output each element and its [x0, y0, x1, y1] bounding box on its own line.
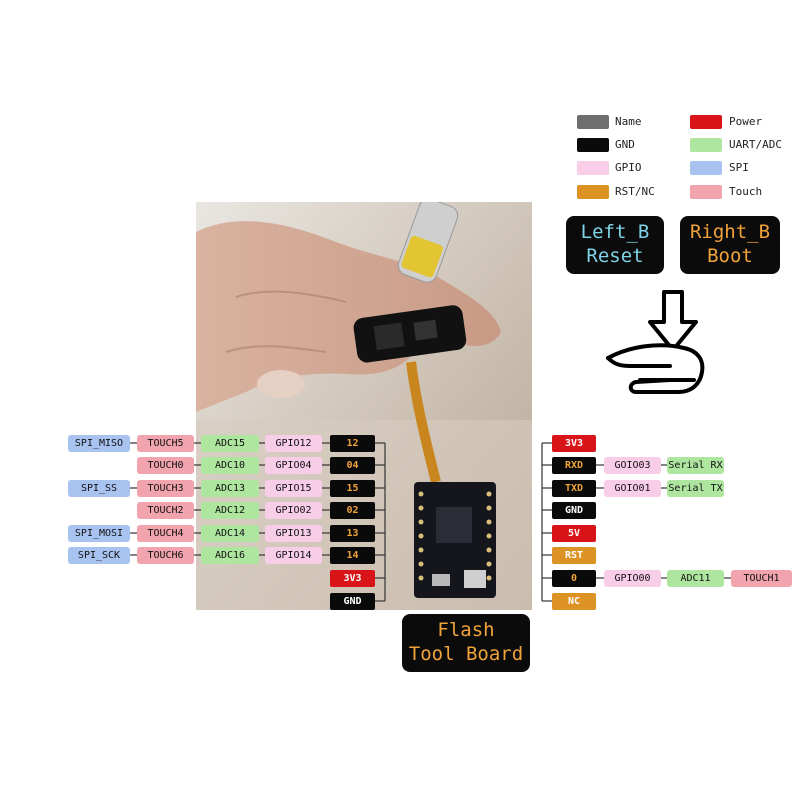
right-pin-ground: GND — [552, 502, 596, 519]
left-pin-number: 15 — [330, 480, 375, 497]
left-button-name: Left_B — [580, 221, 650, 243]
left-pin-spi-label: SPI_SS — [68, 480, 130, 497]
legend-swatch-power — [690, 115, 722, 129]
left-pin-number: 13 — [330, 525, 375, 542]
device-photo — [196, 202, 532, 610]
left-pin-spi-label: SPI_MOSI — [68, 525, 130, 542]
legend-swatch-gpio — [577, 161, 609, 175]
legend-swatch-spi — [690, 161, 722, 175]
left-pin-adc-label: ADC14 — [201, 525, 259, 542]
right-button-function: Boot — [707, 245, 753, 267]
right-pin-reset: RST — [552, 547, 596, 564]
right-pin-touch-label: TOUCH1 — [731, 570, 792, 587]
left-pin-number: 02 — [330, 502, 375, 519]
legend-label-spi: SPI — [729, 161, 749, 174]
left-pin-adc-label: ADC12 — [201, 502, 259, 519]
right-pin-gpio-label: GPIO00 — [604, 570, 661, 587]
right-pin-boot: 0 — [552, 570, 596, 587]
left-pin-touch-label: TOUCH0 — [137, 457, 194, 474]
left-pin-number: 04 — [330, 457, 375, 474]
left-pin-adc-label: ADC10 — [201, 457, 259, 474]
left-pin-adc-label: ADC13 — [201, 480, 259, 497]
right-pin-nc: NC — [552, 593, 596, 610]
legend-label-uart-adc: UART/ADC — [729, 138, 782, 151]
legend-label-power: Power — [729, 115, 763, 128]
left-pin-spi-label: SPI_SCK — [68, 547, 130, 564]
right-pin-rxd: RXD — [552, 457, 596, 474]
left-pin-ground: GND — [330, 593, 375, 610]
right-pin-gpio-label: GOIO03 — [604, 457, 661, 474]
left-pin-touch-label: TOUCH6 — [137, 547, 194, 564]
left-pin-gpio-label: GPIO02 — [265, 502, 322, 519]
right-button-callout: Right_B Boot — [680, 216, 780, 274]
legend-swatch-uart-adc — [690, 138, 722, 152]
right-pin-5v: 5V — [552, 525, 596, 542]
left-pin-adc-label: ADC15 — [201, 435, 259, 452]
left-pin-gpio-label: GPIO04 — [265, 457, 322, 474]
right-pin-uart-label: Serial RX — [667, 457, 724, 474]
left-pin-touch-label: TOUCH5 — [137, 435, 194, 452]
right-pin-adc-label: ADC11 — [667, 570, 724, 587]
press-hand-icon — [606, 290, 705, 394]
legend-swatch-name — [577, 115, 609, 129]
left-pin-power: 3V3 — [330, 570, 375, 587]
right-pin-gpio-label: GOIO01 — [604, 480, 661, 497]
left-button-function: Reset — [586, 245, 644, 267]
legend-label-name: Name — [615, 115, 642, 128]
legend-swatch-gnd — [577, 138, 609, 152]
left-pin-touch-label: TOUCH3 — [137, 480, 194, 497]
legend-swatch-touch — [690, 185, 722, 199]
left-pin-spi-label: SPI_MISO — [68, 435, 130, 452]
left-pin-touch-label: TOUCH4 — [137, 525, 194, 542]
left-pin-touch-label: TOUCH2 — [137, 502, 194, 519]
legend-label-rst-nc: RST/NC — [615, 185, 655, 198]
left-pin-gpio-label: GPIO12 — [265, 435, 322, 452]
flash-tool-board-callout: Flash Tool Board — [402, 614, 530, 672]
left-pin-number: 14 — [330, 547, 375, 564]
legend-label-touch: Touch — [729, 185, 763, 198]
left-pin-number: 12 — [330, 435, 375, 452]
right-pin-power: 3V3 — [552, 435, 596, 452]
left-pin-gpio-label: GPIO15 — [265, 480, 322, 497]
legend-label-gpio: GPIO — [615, 161, 642, 174]
left-pin-gpio-label: GPIO13 — [265, 525, 322, 542]
legend-swatch-rst-nc — [577, 185, 609, 199]
flash-label: Flash — [437, 619, 495, 641]
right-pin-txd: TXD — [552, 480, 596, 497]
legend-label-gnd: GND — [615, 138, 635, 151]
right-button-name: Right_B — [689, 221, 771, 243]
right-pin-uart-label: Serial TX — [667, 480, 724, 497]
tool-board-label: Tool Board — [408, 643, 524, 665]
left-pin-gpio-label: GPIO14 — [265, 547, 322, 564]
left-button-callout: Left_B Reset — [566, 216, 664, 274]
left-pin-adc-label: ADC16 — [201, 547, 259, 564]
